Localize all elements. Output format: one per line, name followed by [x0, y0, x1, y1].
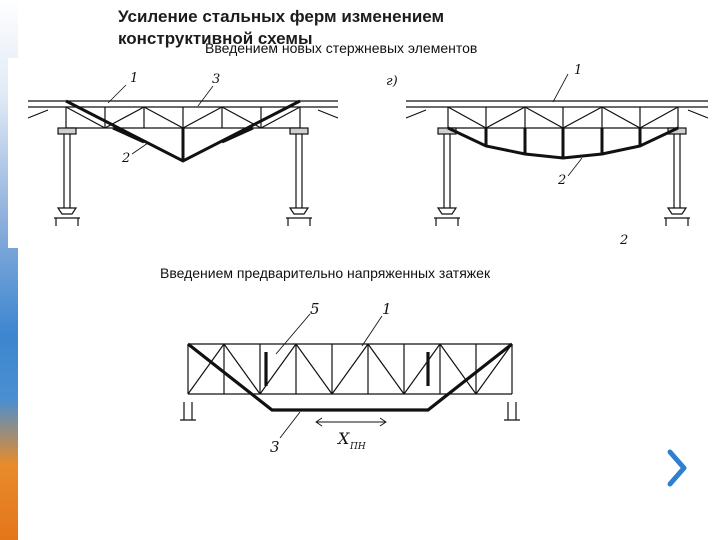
label-force-x: X	[336, 429, 350, 448]
slide-title: Усиление стальных ферм изменением констр…	[118, 7, 445, 48]
prestressed-tie	[187, 342, 513, 412]
new-bracing-left	[65, 99, 301, 163]
prestressed-truss	[180, 343, 520, 421]
truss-scheme-right	[405, 100, 709, 226]
truss-figure-bottom: 5 1 3 X ПН	[176, 292, 530, 458]
truss-figure-top: 1 3 2	[8, 58, 720, 248]
label-right-chord: 1	[574, 63, 582, 78]
label-strut: 5	[310, 300, 320, 318]
label-variant-g: г)	[386, 74, 398, 89]
subtitle-new-members: Введением новых стержневых элементов	[205, 40, 478, 56]
truss-diagram-top: 1 3 2	[8, 58, 720, 248]
label-chord: 1	[382, 300, 392, 318]
subtitle-prestressed-ties: Введением предварительно напряженных зат…	[160, 265, 491, 281]
label-right-tie: 2	[557, 173, 566, 188]
label-left-brace: 3	[212, 72, 220, 87]
new-bottom-chord-right	[447, 126, 679, 160]
label-force-subscript: ПН	[349, 442, 366, 452]
chevron-right-icon[interactable]	[664, 446, 690, 490]
label-left-chord: 1	[130, 71, 138, 86]
label-left-tie: 2	[121, 151, 130, 166]
truss-diagram-bottom: 5 1 3 X ПН	[176, 292, 530, 458]
label-tie: 3	[270, 438, 280, 456]
label-right-corner: 2	[619, 233, 628, 248]
